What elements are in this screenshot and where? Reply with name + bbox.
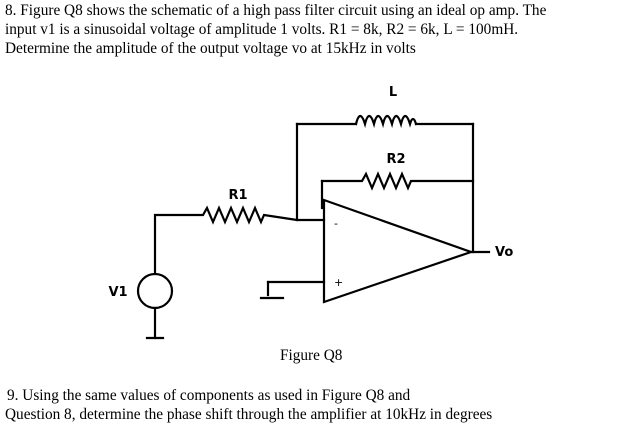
figure-caption: Figure Q8 [280,347,343,364]
question-8-line-2: input v1 is a sinusoidal voltage of ampl… [5,21,519,38]
question-9-line-1: 9. Using the same values of components a… [7,387,411,404]
question-8-text: 8. Figure Q8 shows the schematic of a hi… [5,1,621,58]
question-9-text: 9. Using the same values of components a… [5,386,621,424]
op-amp-symbol [259,198,491,304]
question-8-line-1: 8. Figure Q8 shows the schematic of a hi… [5,2,547,19]
source-label: V1 [108,285,127,300]
resistor-r2-symbol [320,171,475,210]
r1-label: R1 [228,188,247,203]
inverting-input-sign: - [334,217,338,230]
inductor-symbol [295,114,475,129]
inductor-label: L [389,85,397,100]
r2-label: R2 [386,152,405,167]
output-label: Vo [495,245,513,260]
resistor-r1-symbol [153,205,326,274]
question-8-line-3: Determine the amplitude of the output vo… [5,40,416,57]
voltage-source-symbol [136,272,174,340]
question-9-line-2: Question 8, determine the phase shift th… [5,406,493,423]
noninverting-input-sign: + [334,276,343,289]
